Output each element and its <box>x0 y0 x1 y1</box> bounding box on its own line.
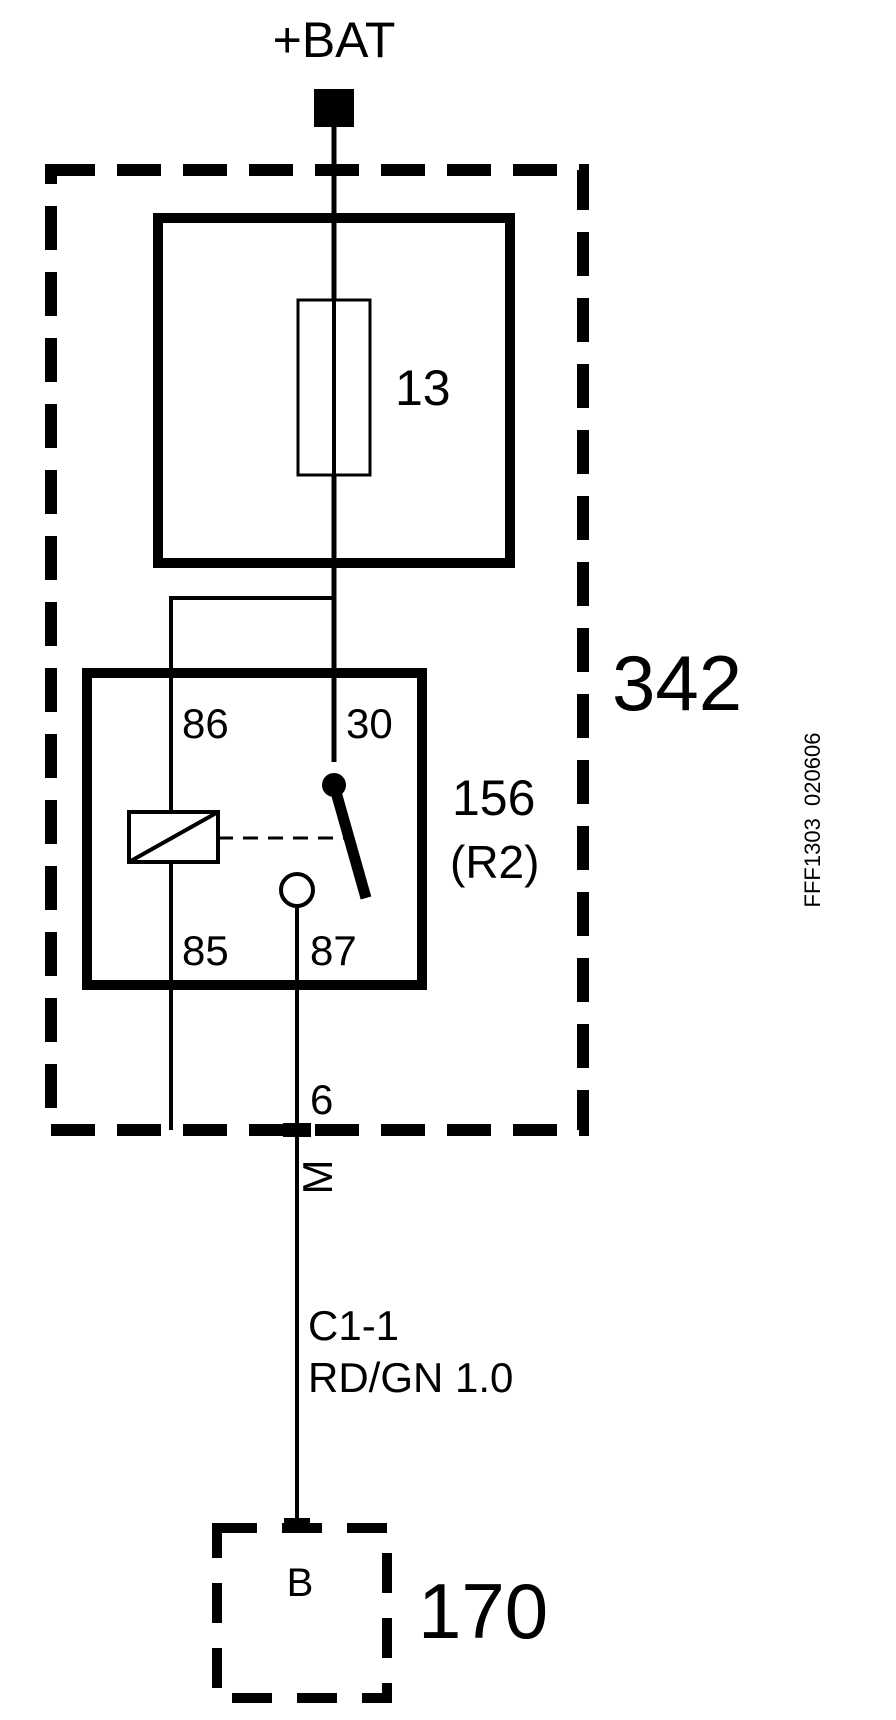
figure-reference: FFF1303 020606 <box>800 733 825 908</box>
contact-87 <box>279 872 315 908</box>
pin-30-label: 30 <box>346 700 393 747</box>
pin-86-label: 86 <box>182 700 229 747</box>
load-number: 170 <box>418 1567 548 1655</box>
wire-circuit-label: C1-1 <box>308 1302 399 1349</box>
fuse-box <box>153 213 515 568</box>
relay-number: 156 <box>452 770 535 826</box>
load-170-enclosure <box>212 1523 392 1703</box>
relay-code: (R2) <box>450 836 539 888</box>
bat-terminal <box>314 89 354 127</box>
relay-switch-arm <box>328 783 372 900</box>
module-number: 342 <box>612 639 742 727</box>
connector-pin-label: 6 <box>310 1076 333 1123</box>
relay-156 <box>82 668 427 990</box>
fuse-number: 13 <box>395 360 451 416</box>
bat-label: +BAT <box>273 12 396 68</box>
module-342-enclosure <box>45 164 589 1136</box>
coil-feed-line <box>169 596 334 1130</box>
load-pin-label: B <box>287 1561 314 1605</box>
relay-coil-diagonal <box>128 810 219 864</box>
pin-85-label: 85 <box>182 927 229 974</box>
wire-spec-label: RD/GN 1.0 <box>308 1354 513 1401</box>
pin-87-label: 87 <box>310 927 357 974</box>
connector-name-label: M <box>294 1160 341 1195</box>
